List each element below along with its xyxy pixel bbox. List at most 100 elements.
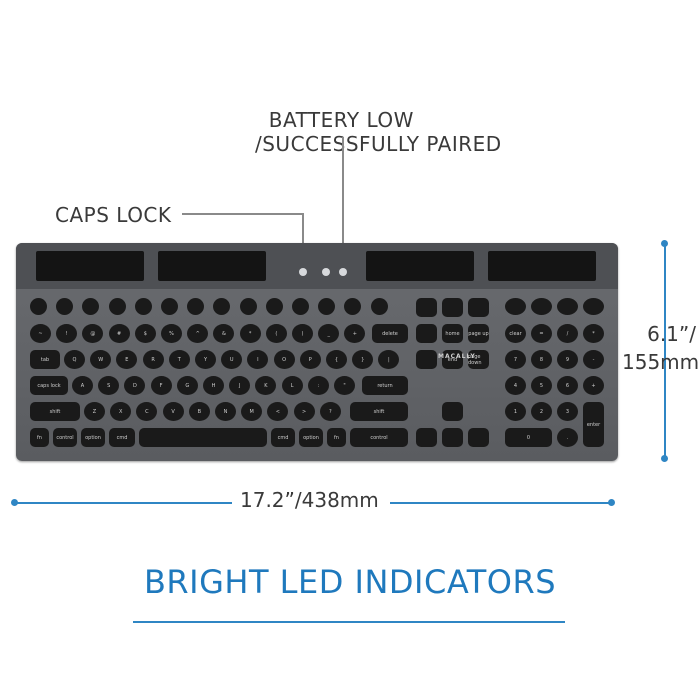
right-cmd-key[interactable]: cmd	[271, 428, 295, 447]
key-letter[interactable]: W	[90, 350, 112, 369]
function-key[interactable]	[370, 298, 388, 315]
key-letter[interactable]: G	[176, 376, 198, 395]
home-key[interactable]: home	[442, 324, 463, 343]
function-key[interactable]	[134, 298, 152, 315]
key-letter[interactable]: H	[203, 376, 224, 395]
nav-key[interactable]	[416, 350, 437, 369]
function-key[interactable]	[265, 298, 283, 315]
fn-key[interactable]: fn	[30, 428, 49, 447]
key-letter[interactable]: <	[267, 402, 289, 421]
key-letter[interactable]: }	[352, 350, 374, 369]
key-letter[interactable]: D	[124, 376, 146, 395]
key-letter[interactable]: S	[98, 376, 120, 395]
nav-key[interactable]	[416, 298, 437, 317]
function-key[interactable]	[30, 298, 47, 315]
key-8[interactable]: *	[239, 324, 261, 343]
key-9[interactable]: (	[265, 324, 287, 343]
arrow-up-key[interactable]	[442, 402, 463, 421]
numpad-key[interactable]	[505, 298, 526, 315]
numpad-key[interactable]: +	[583, 376, 604, 395]
key-letter[interactable]: N	[215, 402, 236, 421]
right-option-key[interactable]: option	[299, 428, 323, 447]
caps-lock-key[interactable]: caps lock	[30, 376, 68, 395]
right-control-key[interactable]: control	[350, 428, 408, 447]
nav-key[interactable]	[442, 298, 463, 317]
numpad-decimal-key[interactable]: .	[557, 428, 578, 447]
function-key[interactable]	[318, 298, 336, 315]
end-key[interactable]: end	[442, 350, 463, 369]
key-letter[interactable]: Q	[64, 350, 85, 369]
key-11[interactable]: _	[318, 324, 340, 343]
key-letter[interactable]: P	[299, 350, 321, 369]
function-key[interactable]	[292, 298, 309, 315]
numpad-key[interactable]: =	[531, 324, 552, 343]
control-key[interactable]: control	[53, 428, 77, 447]
key-letter[interactable]: O	[273, 350, 295, 369]
numpad-key[interactable]	[583, 298, 604, 315]
key-letter[interactable]: "	[334, 376, 355, 395]
numpad-key[interactable]: clear	[505, 324, 526, 343]
key-7[interactable]: &	[213, 324, 235, 343]
arrow-right-key[interactable]	[468, 428, 489, 447]
numpad-key[interactable]: 6	[557, 376, 578, 395]
key-letter[interactable]: R	[142, 350, 164, 369]
function-key[interactable]	[344, 298, 362, 315]
key-letter[interactable]: Y	[195, 350, 216, 369]
page-up-key[interactable]: page up	[468, 324, 489, 343]
key-letter[interactable]: F	[150, 376, 172, 395]
function-key[interactable]	[213, 298, 231, 315]
key-letter[interactable]: K	[255, 376, 277, 395]
page-down-key[interactable]: page down	[468, 350, 489, 369]
key-10[interactable]: )	[292, 324, 313, 343]
key-letter[interactable]: ?	[319, 402, 341, 421]
key-3[interactable]: #	[108, 324, 130, 343]
function-key[interactable]	[239, 298, 257, 315]
space-bar[interactable]	[139, 428, 267, 447]
return-key[interactable]: return	[362, 376, 408, 395]
left-shift-key[interactable]: shift	[30, 402, 80, 421]
key-letter[interactable]: J	[229, 376, 251, 395]
key-letter[interactable]: U	[221, 350, 243, 369]
key-letter[interactable]: >	[293, 402, 315, 421]
key-letter[interactable]: B	[188, 402, 210, 421]
key-0[interactable]: ~	[30, 324, 51, 343]
key-letter[interactable]: Z	[84, 402, 105, 421]
numpad-zero-key[interactable]: 0	[505, 428, 552, 447]
numpad-key[interactable]: 2	[531, 402, 552, 421]
function-key[interactable]	[161, 298, 178, 315]
key-letter[interactable]: E	[116, 350, 138, 369]
arrow-down-key[interactable]	[442, 428, 463, 447]
key-6[interactable]: ^	[187, 324, 209, 343]
function-key[interactable]	[187, 298, 205, 315]
option-key[interactable]: option	[81, 428, 105, 447]
numpad-key[interactable]: 3	[557, 402, 578, 421]
key-12[interactable]: +	[344, 324, 366, 343]
numpad-key[interactable]	[557, 298, 578, 315]
key-letter[interactable]: V	[162, 402, 184, 421]
numpad-key[interactable]: 4	[505, 376, 526, 395]
right-fn-key[interactable]: fn	[327, 428, 346, 447]
nav-key[interactable]	[468, 298, 489, 317]
right-shift-key[interactable]: shift	[350, 402, 408, 421]
numpad-key[interactable]: /	[557, 324, 578, 343]
key-1[interactable]: !	[56, 324, 78, 343]
key-letter[interactable]: C	[136, 402, 158, 421]
key-letter[interactable]: X	[110, 402, 132, 421]
key-letter[interactable]: M	[241, 402, 263, 421]
function-key[interactable]	[82, 298, 100, 315]
function-key[interactable]	[56, 298, 74, 315]
arrow-left-key[interactable]	[416, 428, 437, 447]
tab-key[interactable]: tab	[30, 350, 60, 369]
numpad-key[interactable]	[531, 298, 552, 315]
delete-key[interactable]: delete	[372, 324, 408, 343]
key-letter[interactable]: I	[247, 350, 269, 369]
key-letter[interactable]: {	[326, 350, 347, 369]
numpad-key[interactable]: 1	[505, 402, 526, 421]
cmd-key[interactable]: cmd	[109, 428, 135, 447]
key-5[interactable]: %	[161, 324, 182, 343]
numpad-key[interactable]: 8	[531, 350, 552, 369]
numpad-key[interactable]: 5	[531, 376, 552, 395]
key-letter[interactable]: T	[168, 350, 190, 369]
key-4[interactable]: $	[134, 324, 156, 343]
key-2[interactable]: @	[82, 324, 104, 343]
